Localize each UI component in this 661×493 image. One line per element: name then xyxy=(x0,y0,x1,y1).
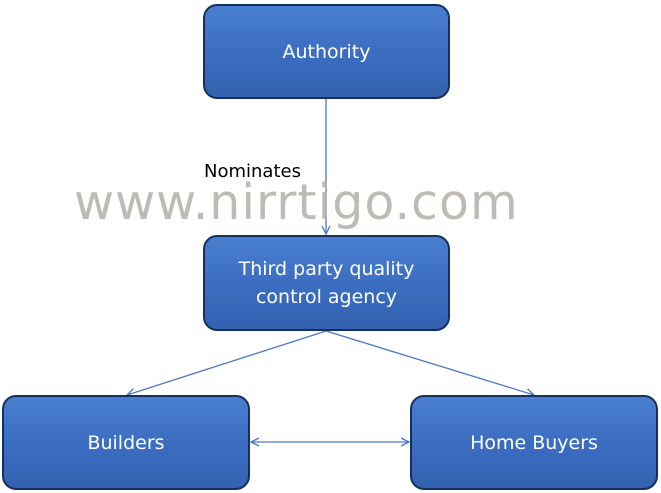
arrow-agency-to-builders xyxy=(127,330,327,395)
node-builders-label: Builders xyxy=(87,431,165,454)
node-third-party-agency: Third party quality control agency xyxy=(203,235,450,331)
node-builders: Builders xyxy=(2,395,250,490)
arrow-agency-to-home-buyers xyxy=(325,330,534,395)
node-home-buyers: Home Buyers xyxy=(410,395,658,490)
node-agency-label: Third party quality control agency xyxy=(238,258,415,308)
node-authority: Authority xyxy=(203,4,450,99)
node-home-buyers-label: Home Buyers xyxy=(470,431,598,454)
watermark: www.nirrtigo.com xyxy=(74,174,519,231)
node-authority-label: Authority xyxy=(282,40,371,63)
edge-label-nominates: Nominates xyxy=(204,161,301,182)
